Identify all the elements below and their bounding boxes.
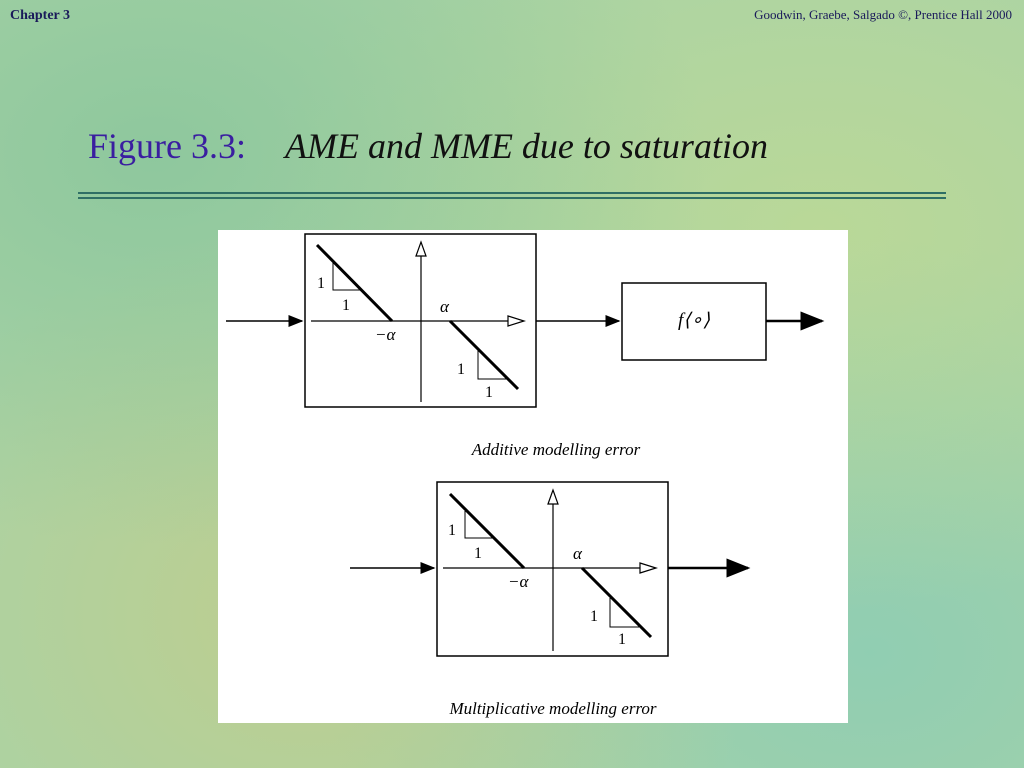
slope-label: 1 — [618, 631, 626, 648]
alpha-label: α — [573, 544, 583, 563]
right-slope-line — [448, 319, 520, 391]
multiplicative-caption: Multiplicative modelling error — [448, 699, 656, 718]
slope-label: 1 — [317, 275, 325, 292]
slope-label: 1 — [342, 297, 350, 314]
y-axis-arrowhead — [547, 488, 559, 505]
slide-title: Figure 3.3: AME and MME due to saturatio… — [88, 125, 768, 167]
slope-triangle-left — [332, 262, 361, 291]
y-axis-arrowhead — [415, 240, 427, 257]
credit-label: Goodwin, Graebe, Salgado ©, Prentice Hal… — [754, 7, 1012, 22]
slope-triangle-left — [464, 511, 493, 539]
figure-number: Figure 3.3: — [88, 126, 246, 166]
neg-alpha-label: −α — [375, 325, 396, 344]
right-slope-line — [580, 566, 653, 639]
left-slope-line — [448, 492, 526, 570]
slope-label: 1 — [457, 361, 465, 378]
neg-alpha-label: −α — [508, 572, 529, 591]
figure-caption: AME and MME due to saturation — [285, 126, 768, 166]
x-axis-arrowhead — [507, 315, 527, 327]
alpha-label: α — [440, 297, 450, 316]
slope-label: 1 — [474, 545, 482, 562]
additive-caption: Additive modelling error — [471, 440, 641, 459]
title-divider-bottom — [78, 197, 946, 199]
additive-diagram: 1 1 −α α 1 1 f⟨∘⟩ Additive modelling err… — [226, 233, 825, 459]
slope-triangle-right — [477, 350, 507, 380]
slope-label: 1 — [485, 384, 493, 401]
slope-triangle-right — [609, 598, 639, 628]
f-block-label: f⟨∘⟩ — [678, 310, 711, 331]
multiplicative-diagram: 1 1 −α α 1 1 Multiplicative modelling er… — [350, 481, 751, 718]
slope-label: 1 — [590, 608, 598, 625]
x-axis-arrowhead — [639, 562, 659, 574]
figure-panel: 1 1 −α α 1 1 f⟨∘⟩ Additive modelling err… — [218, 230, 848, 723]
chapter-label: Chapter 3 — [10, 8, 71, 23]
block-diagram: 1 1 −α α 1 1 f⟨∘⟩ Additive modelling err… — [226, 233, 825, 718]
slope-label: 1 — [448, 522, 456, 539]
left-slope-line — [315, 243, 394, 323]
title-divider-top — [78, 192, 946, 194]
